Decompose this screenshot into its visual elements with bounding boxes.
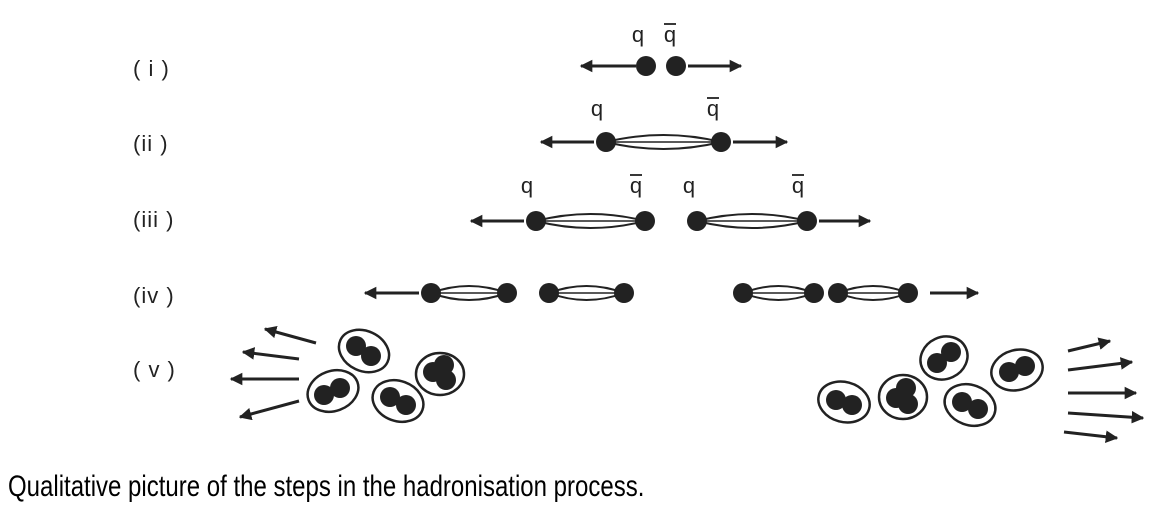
- svg-text:q: q: [521, 173, 533, 198]
- quark-dot: [842, 395, 862, 415]
- momentum-arrows: [229, 59, 1145, 443]
- quark-dot: [636, 56, 656, 76]
- antiquark-label: q: [664, 22, 676, 47]
- quark-dot: [952, 392, 972, 412]
- quark-label: q: [632, 22, 644, 47]
- quark-dots: [421, 56, 918, 303]
- quark-dot: [526, 211, 546, 231]
- svg-text:q: q: [630, 173, 642, 198]
- step-label-v: ( v ): [133, 357, 176, 382]
- color-string: [837, 285, 909, 301]
- antiquark-label: q: [707, 96, 719, 121]
- quark-dot: [733, 283, 753, 303]
- hadron: [990, 348, 1044, 392]
- quark-dot: [421, 283, 441, 303]
- quark-dot: [999, 362, 1019, 382]
- quark-dot: [711, 132, 731, 152]
- quark-dot: [828, 283, 848, 303]
- hadron: [919, 335, 969, 381]
- hadron: [817, 380, 871, 424]
- quark-label: q: [521, 173, 533, 198]
- quark-dot: [687, 211, 707, 231]
- color-string: [430, 285, 508, 301]
- arrow-icon: [241, 347, 300, 361]
- quark-dot: [330, 378, 350, 398]
- svg-text:q: q: [632, 22, 644, 47]
- quark-dot: [927, 353, 947, 373]
- quark-dot: [968, 399, 988, 419]
- figure-caption: Qualitative picture of the steps in the …: [8, 470, 645, 503]
- quark-label: q: [591, 96, 603, 121]
- svg-text:q: q: [664, 22, 676, 47]
- quark-dot: [1015, 356, 1035, 376]
- hadron: [414, 351, 466, 397]
- hadrons: [306, 328, 1044, 428]
- arrow-icon: [263, 325, 317, 345]
- quark-dot: [596, 132, 616, 152]
- arrow-icon: [1067, 357, 1134, 372]
- quark-dot: [346, 336, 366, 356]
- quark-dot: [826, 390, 846, 410]
- svg-text:q: q: [707, 96, 719, 121]
- antiquark-label: q: [792, 173, 804, 198]
- quark-dot: [666, 56, 686, 76]
- color-string: [548, 285, 625, 301]
- quark-dot: [314, 385, 334, 405]
- hadron: [306, 368, 360, 414]
- quark-label: q: [683, 173, 695, 198]
- hadron: [337, 328, 391, 374]
- step-label-iv: (iv ): [133, 283, 175, 308]
- color-string: [696, 213, 808, 229]
- color-strings: [430, 134, 909, 301]
- quark-dot: [396, 395, 416, 415]
- arrow-icon: [238, 399, 300, 421]
- quark-dot: [361, 346, 381, 366]
- color-string: [535, 213, 646, 229]
- quark-dot: [539, 283, 559, 303]
- quark-dot: [898, 283, 918, 303]
- arrow-icon: [1067, 410, 1145, 424]
- quark-dot: [804, 283, 824, 303]
- quark-dot: [497, 283, 517, 303]
- quark-dot: [614, 283, 634, 303]
- step-label-i: ( i ): [133, 56, 170, 81]
- arrow-icon: [1067, 337, 1112, 353]
- quark-dot: [436, 370, 456, 390]
- arrow-icon: [1063, 430, 1119, 443]
- quark-dot: [941, 342, 961, 362]
- hadron: [371, 378, 425, 424]
- step-label-ii: (ii ): [133, 131, 169, 156]
- svg-text:q: q: [591, 96, 603, 121]
- svg-text:q: q: [792, 173, 804, 198]
- quark-dot: [797, 211, 817, 231]
- quark-dot: [896, 378, 916, 398]
- antiquark-label: q: [630, 173, 642, 198]
- step-label-iii: (iii ): [133, 207, 175, 232]
- quark-dot: [434, 355, 454, 375]
- quark-dot: [898, 394, 918, 414]
- hadron: [877, 373, 929, 421]
- color-string: [605, 134, 722, 150]
- quark-dot: [380, 387, 400, 407]
- svg-text:q: q: [683, 173, 695, 198]
- color-string: [742, 285, 815, 301]
- hadron: [943, 382, 997, 428]
- quark-dot: [635, 211, 655, 231]
